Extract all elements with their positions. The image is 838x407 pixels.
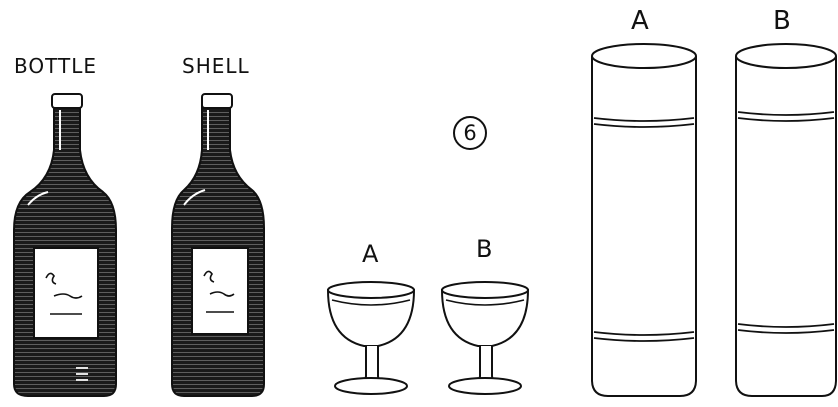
wine-bottle-drawing — [14, 94, 116, 396]
bottle-label — [34, 248, 98, 338]
shell-label-text: SHELL — [182, 56, 250, 76]
tube-b-drawing — [736, 44, 836, 396]
glass-b-drawing — [442, 282, 528, 394]
glass-a-drawing — [328, 282, 414, 394]
tube-b-label: B — [773, 8, 792, 34]
figure-number: 6 — [450, 113, 490, 153]
shell-cap — [202, 94, 232, 108]
bottle-shell-drawing — [172, 94, 264, 396]
tube-a-label: A — [631, 8, 650, 34]
glass-a-label: A — [362, 242, 379, 266]
shell-label — [192, 248, 248, 334]
bottle-label-text: BOTTLE — [14, 56, 97, 76]
bottle-cap — [52, 94, 82, 108]
tube-a-drawing — [592, 44, 696, 396]
glass-b-label: B — [476, 237, 493, 261]
